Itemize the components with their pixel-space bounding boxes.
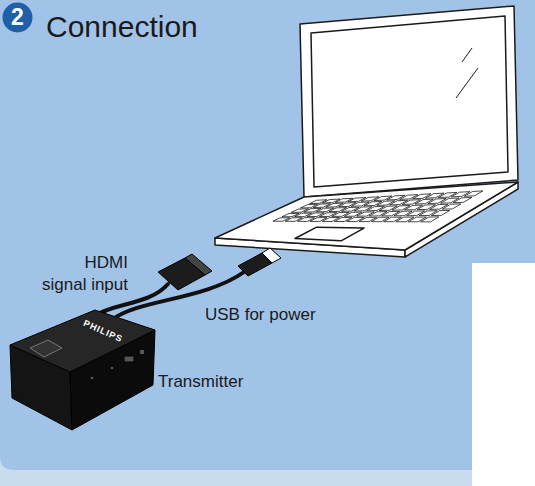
laptop-base-top <box>215 182 518 250</box>
white-panel <box>472 263 535 486</box>
usb-plug-tip <box>262 248 281 263</box>
badge-circle <box>3 3 33 33</box>
section-title: Connection <box>46 10 198 43</box>
step-number-badge: 2 <box>2 2 33 33</box>
transmitter-button <box>30 340 62 357</box>
hdmi-plug-tip <box>185 254 212 275</box>
hdmi-plug <box>158 254 212 290</box>
keyboard-key <box>453 197 472 202</box>
cable-label: USB for power <box>205 304 316 326</box>
laptop-lid <box>300 6 518 197</box>
screen-reflection <box>462 48 472 62</box>
keyboard-key <box>464 191 483 196</box>
device-label: Transmitter <box>158 371 243 393</box>
screen-reflection <box>456 68 478 98</box>
transmitter-port <box>124 356 134 362</box>
keyboard-key <box>421 217 439 222</box>
laptop <box>215 6 518 257</box>
transmitter-box <box>10 310 155 430</box>
transmitter-top-face <box>10 310 155 372</box>
panel-background <box>0 0 535 470</box>
transmitter-port <box>90 376 94 380</box>
step-number: 2 <box>11 6 24 29</box>
cable-label: HDMI signal input <box>38 252 128 296</box>
usb-plug <box>238 248 281 276</box>
touchpad <box>295 227 364 241</box>
laptop-screen <box>311 16 508 187</box>
transmitter-port <box>139 349 145 355</box>
transmitter-port <box>110 366 114 370</box>
keyboard-key <box>431 210 449 215</box>
keyboard-key <box>442 204 461 209</box>
keyboard <box>273 191 483 222</box>
